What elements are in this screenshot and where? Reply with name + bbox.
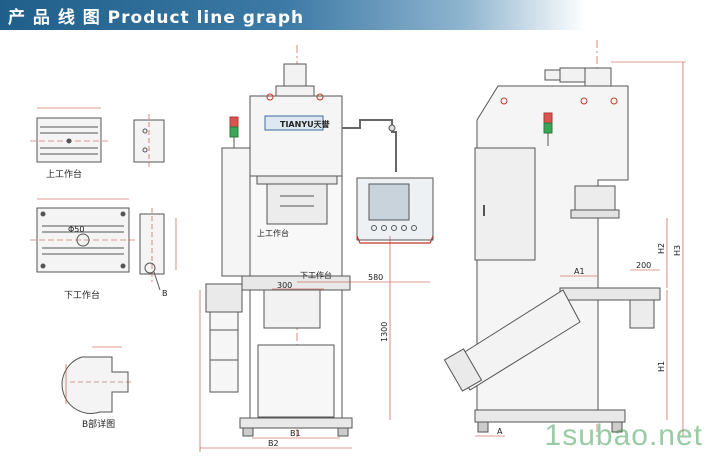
dim-a-label: A xyxy=(497,427,503,436)
lower-table-plan xyxy=(30,198,136,273)
detail-b-caption: B部详图 xyxy=(82,418,115,430)
dim-b2-label: B2 xyxy=(268,439,279,448)
lower-table-side xyxy=(139,208,177,291)
dim-580-label: 580 xyxy=(368,273,383,282)
page-title: 产 品 线 图 Product line graph xyxy=(8,8,305,28)
detail-b-drawing xyxy=(61,346,134,414)
upper-table-caption: 上工作台 xyxy=(46,168,82,180)
upper-table-plan xyxy=(30,107,108,163)
lower-table-caption: 下工作台 xyxy=(64,289,100,301)
dim-a1-label: A1 xyxy=(574,267,585,276)
brand-label: TIANYU天誉 xyxy=(280,119,331,129)
dim-1300-label: 1300 xyxy=(380,322,389,342)
front-upper-table-label: 上工作台 xyxy=(257,228,289,238)
lower-table-hole-label: Φ50 xyxy=(68,225,84,234)
watermark: 1subao.net xyxy=(544,419,703,452)
dim-h1-label: H1 xyxy=(657,361,666,372)
front-view xyxy=(199,45,434,452)
machine-drawing: 上工作台 下工作台 Φ50 B B部详图 TIANYU天誉 上工作台 下工作台 … xyxy=(30,40,686,452)
dim-b1-label: B1 xyxy=(290,429,301,438)
dim-200-label: 200 xyxy=(636,261,651,270)
side-view xyxy=(443,40,686,440)
dim-300-label: 300 xyxy=(277,281,292,290)
front-lower-table-label: 下工作台 xyxy=(300,270,332,280)
upper-table-side xyxy=(133,114,165,168)
lower-table-detail-tag: B xyxy=(162,289,168,298)
dim-h2-label: H2 xyxy=(657,243,666,254)
dim-h3-label: H3 xyxy=(673,245,682,256)
header-banner: 产 品 线 图 Product line graph xyxy=(0,0,715,30)
